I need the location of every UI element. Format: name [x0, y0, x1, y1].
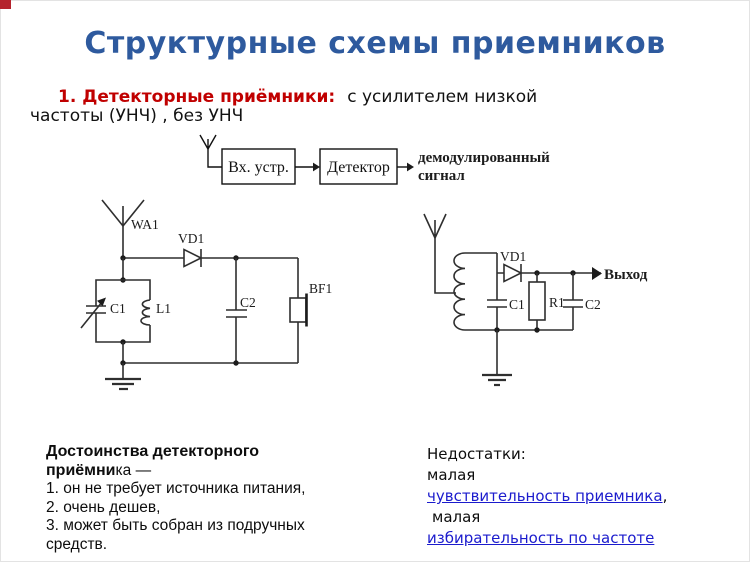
- capacitor2-label: C2: [585, 297, 601, 312]
- advantage-item: 3. может быть собран из подручных: [46, 517, 305, 534]
- antenna-icon: [199, 134, 222, 168]
- input-device-label: Вх. устр.: [228, 159, 289, 176]
- advantage-item: 2. очень дешев,: [46, 498, 161, 516]
- selectivity-link[interactable]: избирательность по частоте: [427, 529, 655, 547]
- arrow-right-icon: [295, 162, 320, 172]
- resistor-icon: [528, 273, 546, 330]
- diode-label: VD1: [178, 231, 204, 246]
- corner-mark: [0, 0, 11, 9]
- disadvantages-word2: малая: [432, 508, 481, 526]
- diode-icon: [503, 263, 523, 283]
- input-device-box: [221, 148, 296, 185]
- detector-receiver-schematic: WA1 VD1 C1 L1: [80, 199, 332, 391]
- inductor-label: L1: [156, 301, 171, 316]
- tank-bottom: [95, 313, 151, 343]
- capacitor1-icon: [487, 253, 507, 330]
- advantage-item: 1. он не требует источника питания,: [46, 480, 306, 497]
- advantage-item: средств.: [46, 535, 108, 553]
- detector-box: [319, 148, 398, 185]
- output-arrow-icon: [592, 267, 602, 280]
- link1-comma: ,: [662, 487, 668, 505]
- capacitor1-label: C1: [509, 297, 525, 312]
- inductor-icon: [140, 299, 151, 326]
- disadvantages-line-link1: чувствительность приемника,: [427, 486, 717, 507]
- resistor-label: R1: [549, 295, 565, 310]
- arrow-right-icon: [397, 162, 414, 172]
- advantages-heading-tail: ка —: [115, 461, 152, 479]
- output-label: Выход: [604, 267, 648, 283]
- advantages-heading-line2: приёмника —: [46, 462, 376, 481]
- detector-label: Детектор: [327, 159, 390, 176]
- intro-line2: частоты (УНЧ) , без УНЧ: [30, 106, 244, 126]
- diode-label: VD1: [500, 249, 526, 264]
- capacitor2-icon: [563, 273, 583, 330]
- demodulated-signal-label-line1: демодулированный: [418, 150, 550, 166]
- antenna-icon: [101, 199, 145, 258]
- capacitor-label: C2: [240, 295, 256, 310]
- advantages-heading-line1: Достоинства детекторного: [46, 443, 260, 460]
- block-diagram: Вх. устр. Детектор демодулированный сигн…: [199, 134, 550, 185]
- ground-icon: [482, 330, 512, 387]
- advantages-heading-bold: приёмни: [46, 461, 116, 479]
- page-title: Структурные схемы приемников: [84, 26, 666, 61]
- capacitor-icon: [226, 258, 247, 363]
- ground-icon: [105, 363, 141, 391]
- sensitivity-link[interactable]: чувствительность приемника: [427, 487, 663, 505]
- detector-output-schematic: C1 VD1 R1 C2 Выход: [423, 213, 648, 387]
- phones-label: BF1: [309, 281, 332, 296]
- disadvantages-word1: малая: [427, 466, 476, 484]
- diode-icon: [183, 248, 203, 268]
- tank-top: [95, 279, 151, 306]
- disadvantages-line-link2: избирательность по частоте: [427, 528, 717, 549]
- antenna-label: WA1: [131, 217, 159, 232]
- antenna-icon: [423, 213, 456, 294]
- var-capacitor-label: C1: [110, 301, 126, 316]
- coil-icon: [453, 252, 466, 331]
- intro-heading-red: 1. Детекторные приёмники:: [58, 87, 336, 107]
- junction-dot: [534, 327, 540, 333]
- disadvantages-block: Недостатки: малая чувствительность прием…: [427, 444, 717, 549]
- variable-capacitor-icon: [80, 297, 106, 329]
- intro-after-heading: с усилителем низкой: [347, 87, 538, 107]
- advantages-block: Достоинства детекторного приёмника — 1. …: [46, 443, 376, 554]
- demodulated-signal-label-line2: сигнал: [418, 168, 465, 184]
- junction-dot: [233, 360, 239, 366]
- disadvantages-heading: Недостатки:: [427, 445, 526, 463]
- earphone-icon: [289, 293, 308, 327]
- intro-paragraph: 1. Детекторные приёмники: с усилителем ни…: [30, 88, 690, 126]
